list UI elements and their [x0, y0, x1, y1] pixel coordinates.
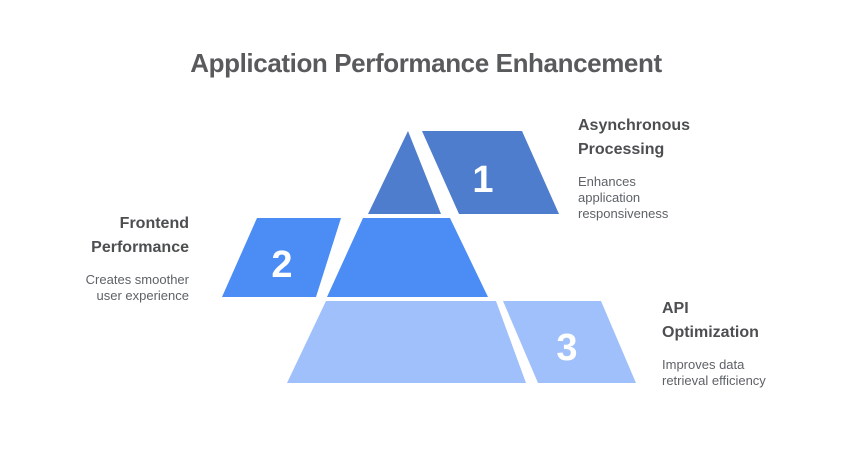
tier-2-number: 2 [271, 244, 292, 286]
tier-3-number: 3 [556, 327, 577, 369]
tier-1-tag [422, 131, 559, 214]
label-api-optimization: API Optimization Improves data retrieval… [662, 297, 832, 389]
pyramid-tier-2 [327, 218, 488, 297]
tier-2-tag [222, 218, 341, 297]
tier-3-tag [503, 301, 636, 383]
label-1-description: Enhances application responsiveness [578, 174, 669, 221]
label-1-heading: Asynchronous Processing [578, 117, 691, 158]
label-3-description: Improves data retrieval efficiency [662, 357, 766, 388]
label-3-heading: API Optimization [662, 300, 759, 341]
label-frontend-performance: Frontend Performance Creates smoother us… [19, 212, 189, 304]
tier-1-number: 1 [472, 159, 493, 201]
pyramid-tier-3 [287, 301, 526, 383]
label-asynchronous-processing: Asynchronous Processing Enhances applica… [578, 114, 748, 222]
label-2-description: Creates smoother user experience [85, 272, 189, 303]
pyramid-tier-1 [368, 131, 441, 214]
page-title: Application Performance Enhancement [190, 48, 662, 78]
label-2-heading: Frontend Performance [91, 215, 189, 256]
